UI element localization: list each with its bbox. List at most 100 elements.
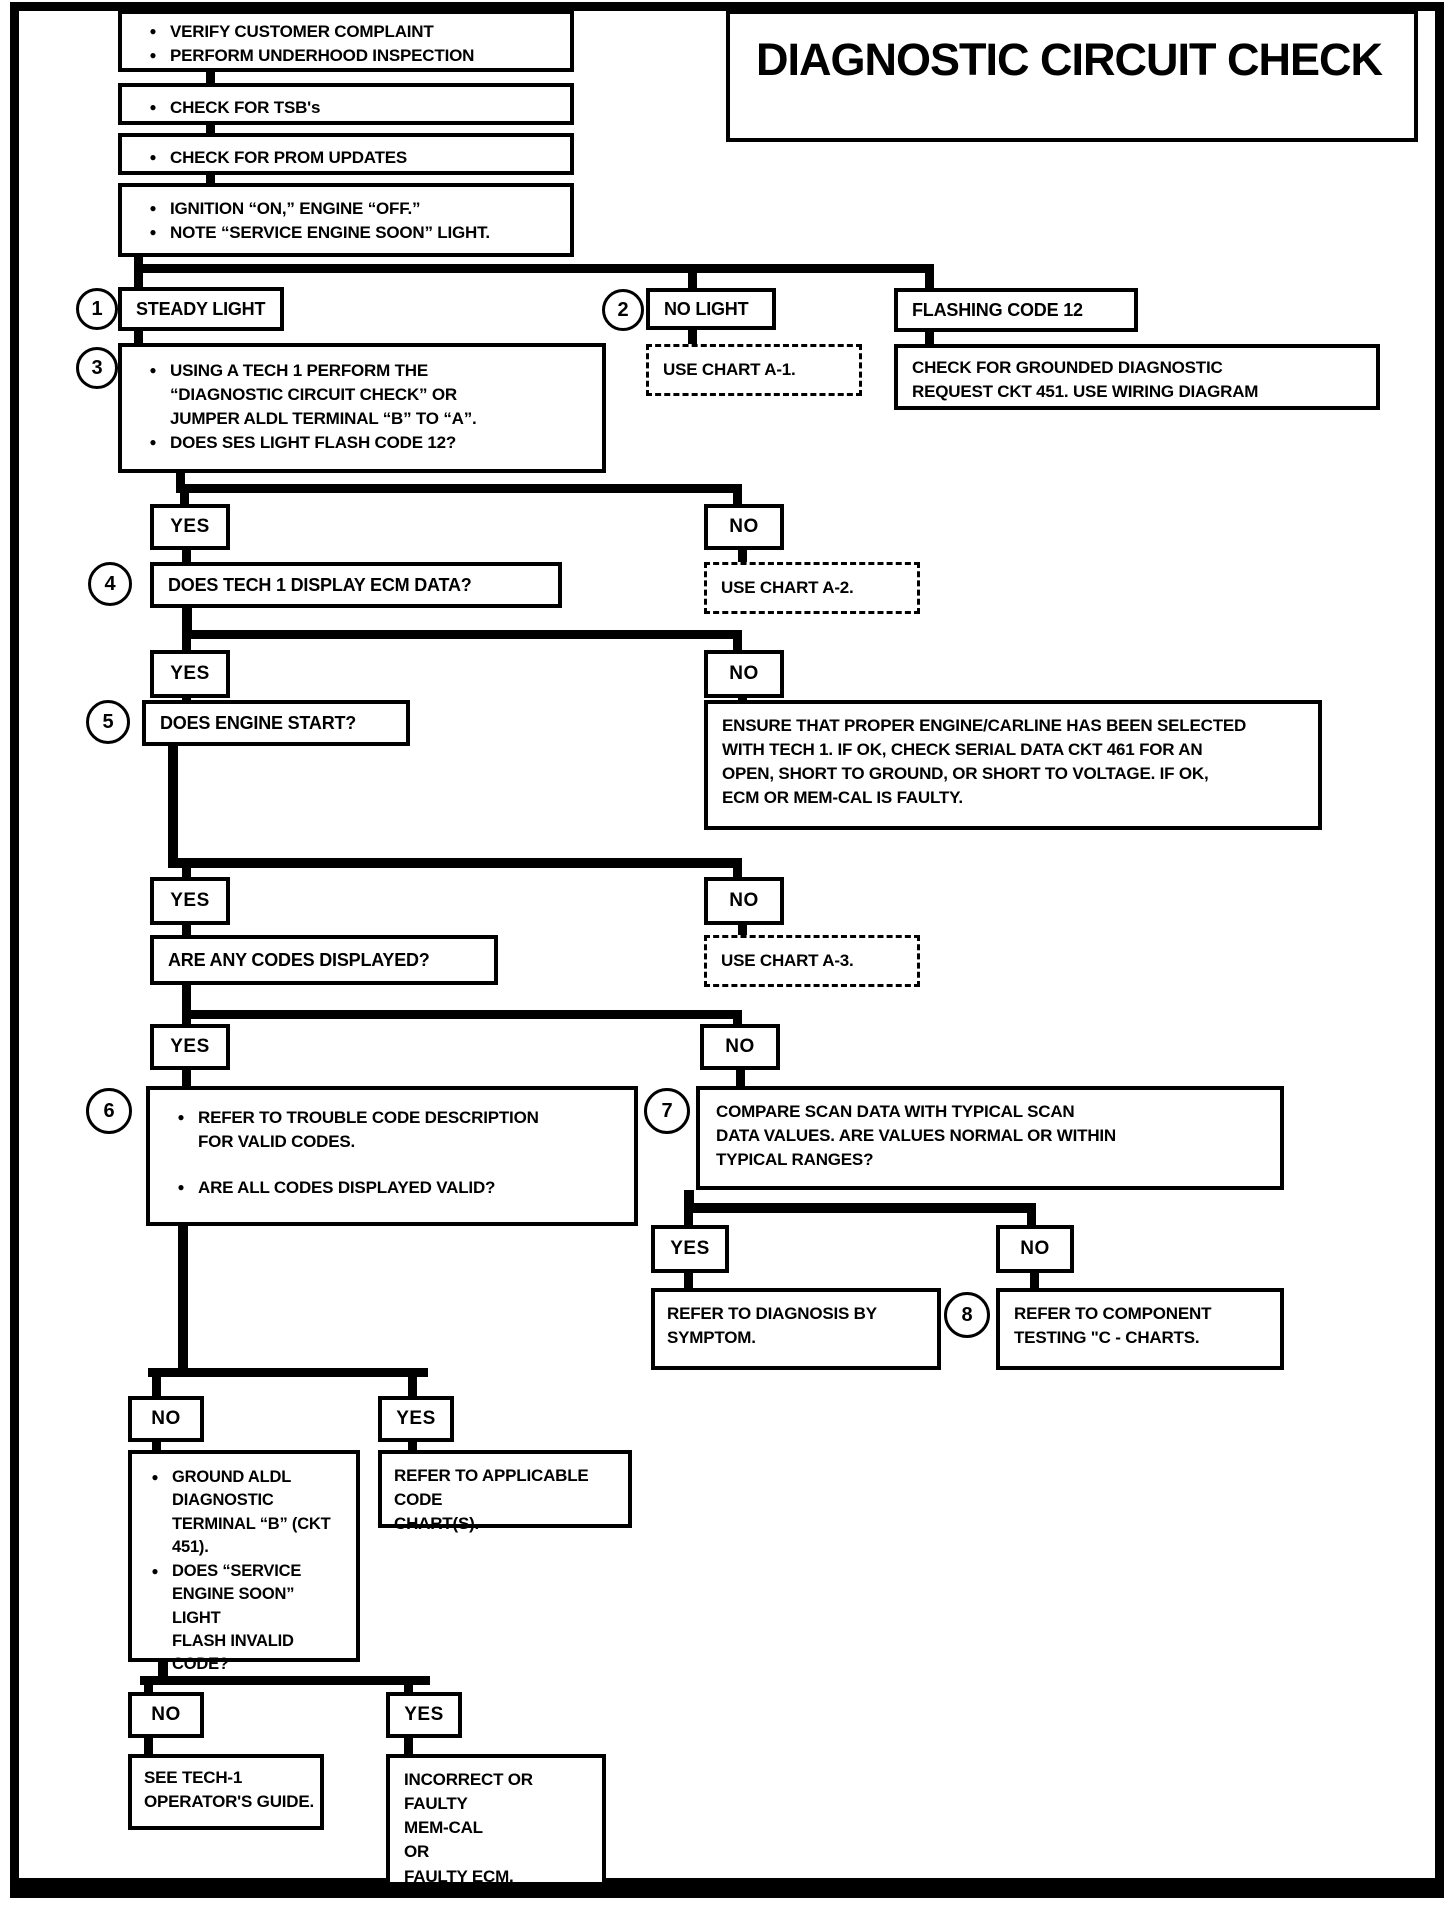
- connector-line: [182, 550, 191, 562]
- page-border: [10, 2, 1444, 1898]
- connector-line: [182, 985, 191, 1012]
- connector-line: [182, 639, 191, 650]
- node-text: COMPARE SCAN DATA WITH TYPICAL SCAN DATA…: [716, 1102, 1116, 1170]
- connector-line: [148, 1368, 428, 1377]
- step-number-circle: 2: [602, 289, 644, 331]
- connector-line: [408, 1377, 417, 1396]
- no-label: NO: [704, 650, 784, 698]
- connector-line: [738, 550, 747, 562]
- connector-line: [206, 125, 215, 134]
- connector-line: [182, 608, 192, 632]
- connector-line: [684, 1203, 1036, 1213]
- yes-label: YES: [651, 1225, 729, 1273]
- connector-line: [182, 630, 742, 639]
- node-check-grounded-ckt451: CHECK FOR GROUNDED DIAGNOSTIC REQUEST CK…: [894, 344, 1380, 410]
- connector-line: [182, 694, 191, 702]
- bullet-icon: ●: [149, 24, 157, 38]
- connector-line: [178, 1226, 188, 1377]
- node-text: REFER TO DIAGNOSIS BY SYMPTOM.: [667, 1304, 877, 1348]
- no-label: NO: [996, 1225, 1074, 1273]
- node-any-codes-displayed: ARE ANY CODES DISPLAYED?: [150, 935, 498, 985]
- step-number-circle: 1: [76, 288, 118, 330]
- node-refer-trouble-code-description: ● REFER TO TROUBLE CODE DESCRIPTION FOR …: [146, 1086, 638, 1226]
- bullet-icon: ●: [149, 48, 157, 63]
- node-applicable-code-charts: REFER TO APPLICABLE CODE CHART(S).: [378, 1450, 632, 1533]
- bullet-icon: ●: [149, 100, 157, 114]
- connector-line: [404, 1738, 413, 1754]
- yes-label: YES: [150, 877, 230, 925]
- connector-line: [140, 1676, 430, 1685]
- connector-line: [152, 1442, 161, 1450]
- node-text: GROUND ALDL DIAGNOSTIC TERMINAL “B” (CKT…: [172, 1468, 331, 1557]
- connector-line: [688, 273, 697, 289]
- node-use-chart-a1: USE CHART A-1.: [646, 344, 862, 396]
- yes-label: YES: [386, 1692, 462, 1738]
- bullet-icon: ●: [151, 1470, 159, 1484]
- node-component-testing-c-charts: REFER TO COMPONENT TESTING "C - CHARTS.: [996, 1288, 1284, 1370]
- connector-line: [152, 1377, 161, 1396]
- node-compare-scan-data: COMPARE SCAN DATA WITH TYPICAL SCAN DATA…: [696, 1086, 1284, 1190]
- node-diagnosis-by-symptom: REFER TO DIAGNOSIS BY SYMPTOM.: [651, 1288, 941, 1370]
- step-number-circle: 7: [644, 1088, 690, 1134]
- connector-line: [738, 694, 747, 702]
- node-tech1-display-ecm-data: DOES TECH 1 DISPLAY ECM DATA?: [150, 562, 562, 608]
- bullet-icon: ●: [177, 1180, 185, 1195]
- step-ignition-on: ● IGNITION “ON,” ENGINE “OFF.” ● NOTE “S…: [118, 183, 574, 257]
- node-text: REFER TO APPLICABLE CODE CHART(S).: [394, 1466, 589, 1534]
- node-text: SEE TECH-1 OPERATOR'S GUIDE.: [144, 1768, 315, 1812]
- step-number-circle: 5: [86, 700, 130, 744]
- bullet-icon: ●: [149, 201, 157, 215]
- connector-line: [168, 746, 178, 866]
- connector-line: [144, 1738, 153, 1754]
- bullet-icon: ●: [149, 150, 157, 164]
- connector-line: [733, 493, 742, 504]
- node-tech1-diagnostic-check: ● USING A TECH 1 PERFORM THE “DIAGNOSTIC…: [118, 343, 606, 473]
- node-text: REFER TO TROUBLE CODE DESCRIPTION FOR VA…: [198, 1108, 539, 1152]
- page-title: DIAGNOSTIC CIRCUIT CHECK: [726, 10, 1418, 142]
- node-no-light: NO LIGHT: [646, 288, 776, 330]
- step-text: NOTE “SERVICE ENGINE SOON” LIGHT.: [170, 223, 490, 243]
- connector-line: [144, 1685, 153, 1692]
- no-label: NO: [128, 1692, 204, 1738]
- node-text: USING A TECH 1 PERFORM THE “DIAGNOSTIC C…: [170, 361, 477, 429]
- connector-line: [168, 858, 742, 868]
- node-text: DOES SES LIGHT FLASH CODE 12?: [170, 433, 457, 453]
- bullet-icon: ●: [149, 363, 157, 377]
- bullet-icon: ●: [149, 435, 157, 450]
- yes-label: YES: [150, 1024, 230, 1070]
- connector-line: [1027, 1213, 1036, 1225]
- step-text: CHECK FOR PROM UPDATES: [170, 148, 408, 167]
- connector-line: [134, 331, 143, 344]
- connector-line: [738, 925, 747, 935]
- connector-line: [182, 925, 191, 935]
- step-text: CHECK FOR TSB's: [170, 98, 321, 117]
- step-text: VERIFY CUSTOMER COMPLAINT: [170, 22, 434, 41]
- connector-line: [176, 484, 742, 493]
- connector-line: [736, 1070, 745, 1086]
- connector-line: [408, 1442, 417, 1450]
- step-number-circle: 8: [944, 1292, 990, 1338]
- node-flashing-code-12: FLASHING CODE 12: [894, 288, 1138, 332]
- node-ground-aldl-terminal-b: ● GROUND ALDL DIAGNOSTIC TERMINAL “B” (C…: [128, 1450, 360, 1673]
- no-label: NO: [704, 504, 784, 550]
- yes-label: YES: [378, 1396, 454, 1442]
- no-label: NO: [128, 1396, 204, 1442]
- step-text: PERFORM UNDERHOOD INSPECTION: [170, 46, 475, 66]
- connector-line: [158, 1662, 168, 1682]
- node-text: DOES “SERVICE ENGINE SOON” LIGHT FLASH I…: [172, 1561, 302, 1674]
- connector-line: [180, 493, 189, 504]
- no-label: NO: [700, 1024, 780, 1070]
- connector-line: [684, 1273, 693, 1288]
- connector-line: [134, 264, 934, 273]
- connector-line: [684, 1213, 693, 1225]
- node-text: ENSURE THAT PROPER ENGINE/CARLINE HAS BE…: [722, 716, 1247, 808]
- node-ensure-engine-carline: ENSURE THAT PROPER ENGINE/CARLINE HAS BE…: [704, 700, 1322, 830]
- step-number-circle: 4: [88, 562, 132, 606]
- connector-line: [733, 639, 742, 650]
- node-use-chart-a2: USE CHART A-2.: [704, 562, 920, 614]
- node-does-engine-start: DOES ENGINE START?: [142, 700, 410, 746]
- node-text: ARE ALL CODES DISPLAYED VALID?: [198, 1178, 496, 1198]
- connector-line: [688, 330, 697, 345]
- step-number-circle: 3: [76, 347, 118, 389]
- connector-line: [684, 1190, 694, 1205]
